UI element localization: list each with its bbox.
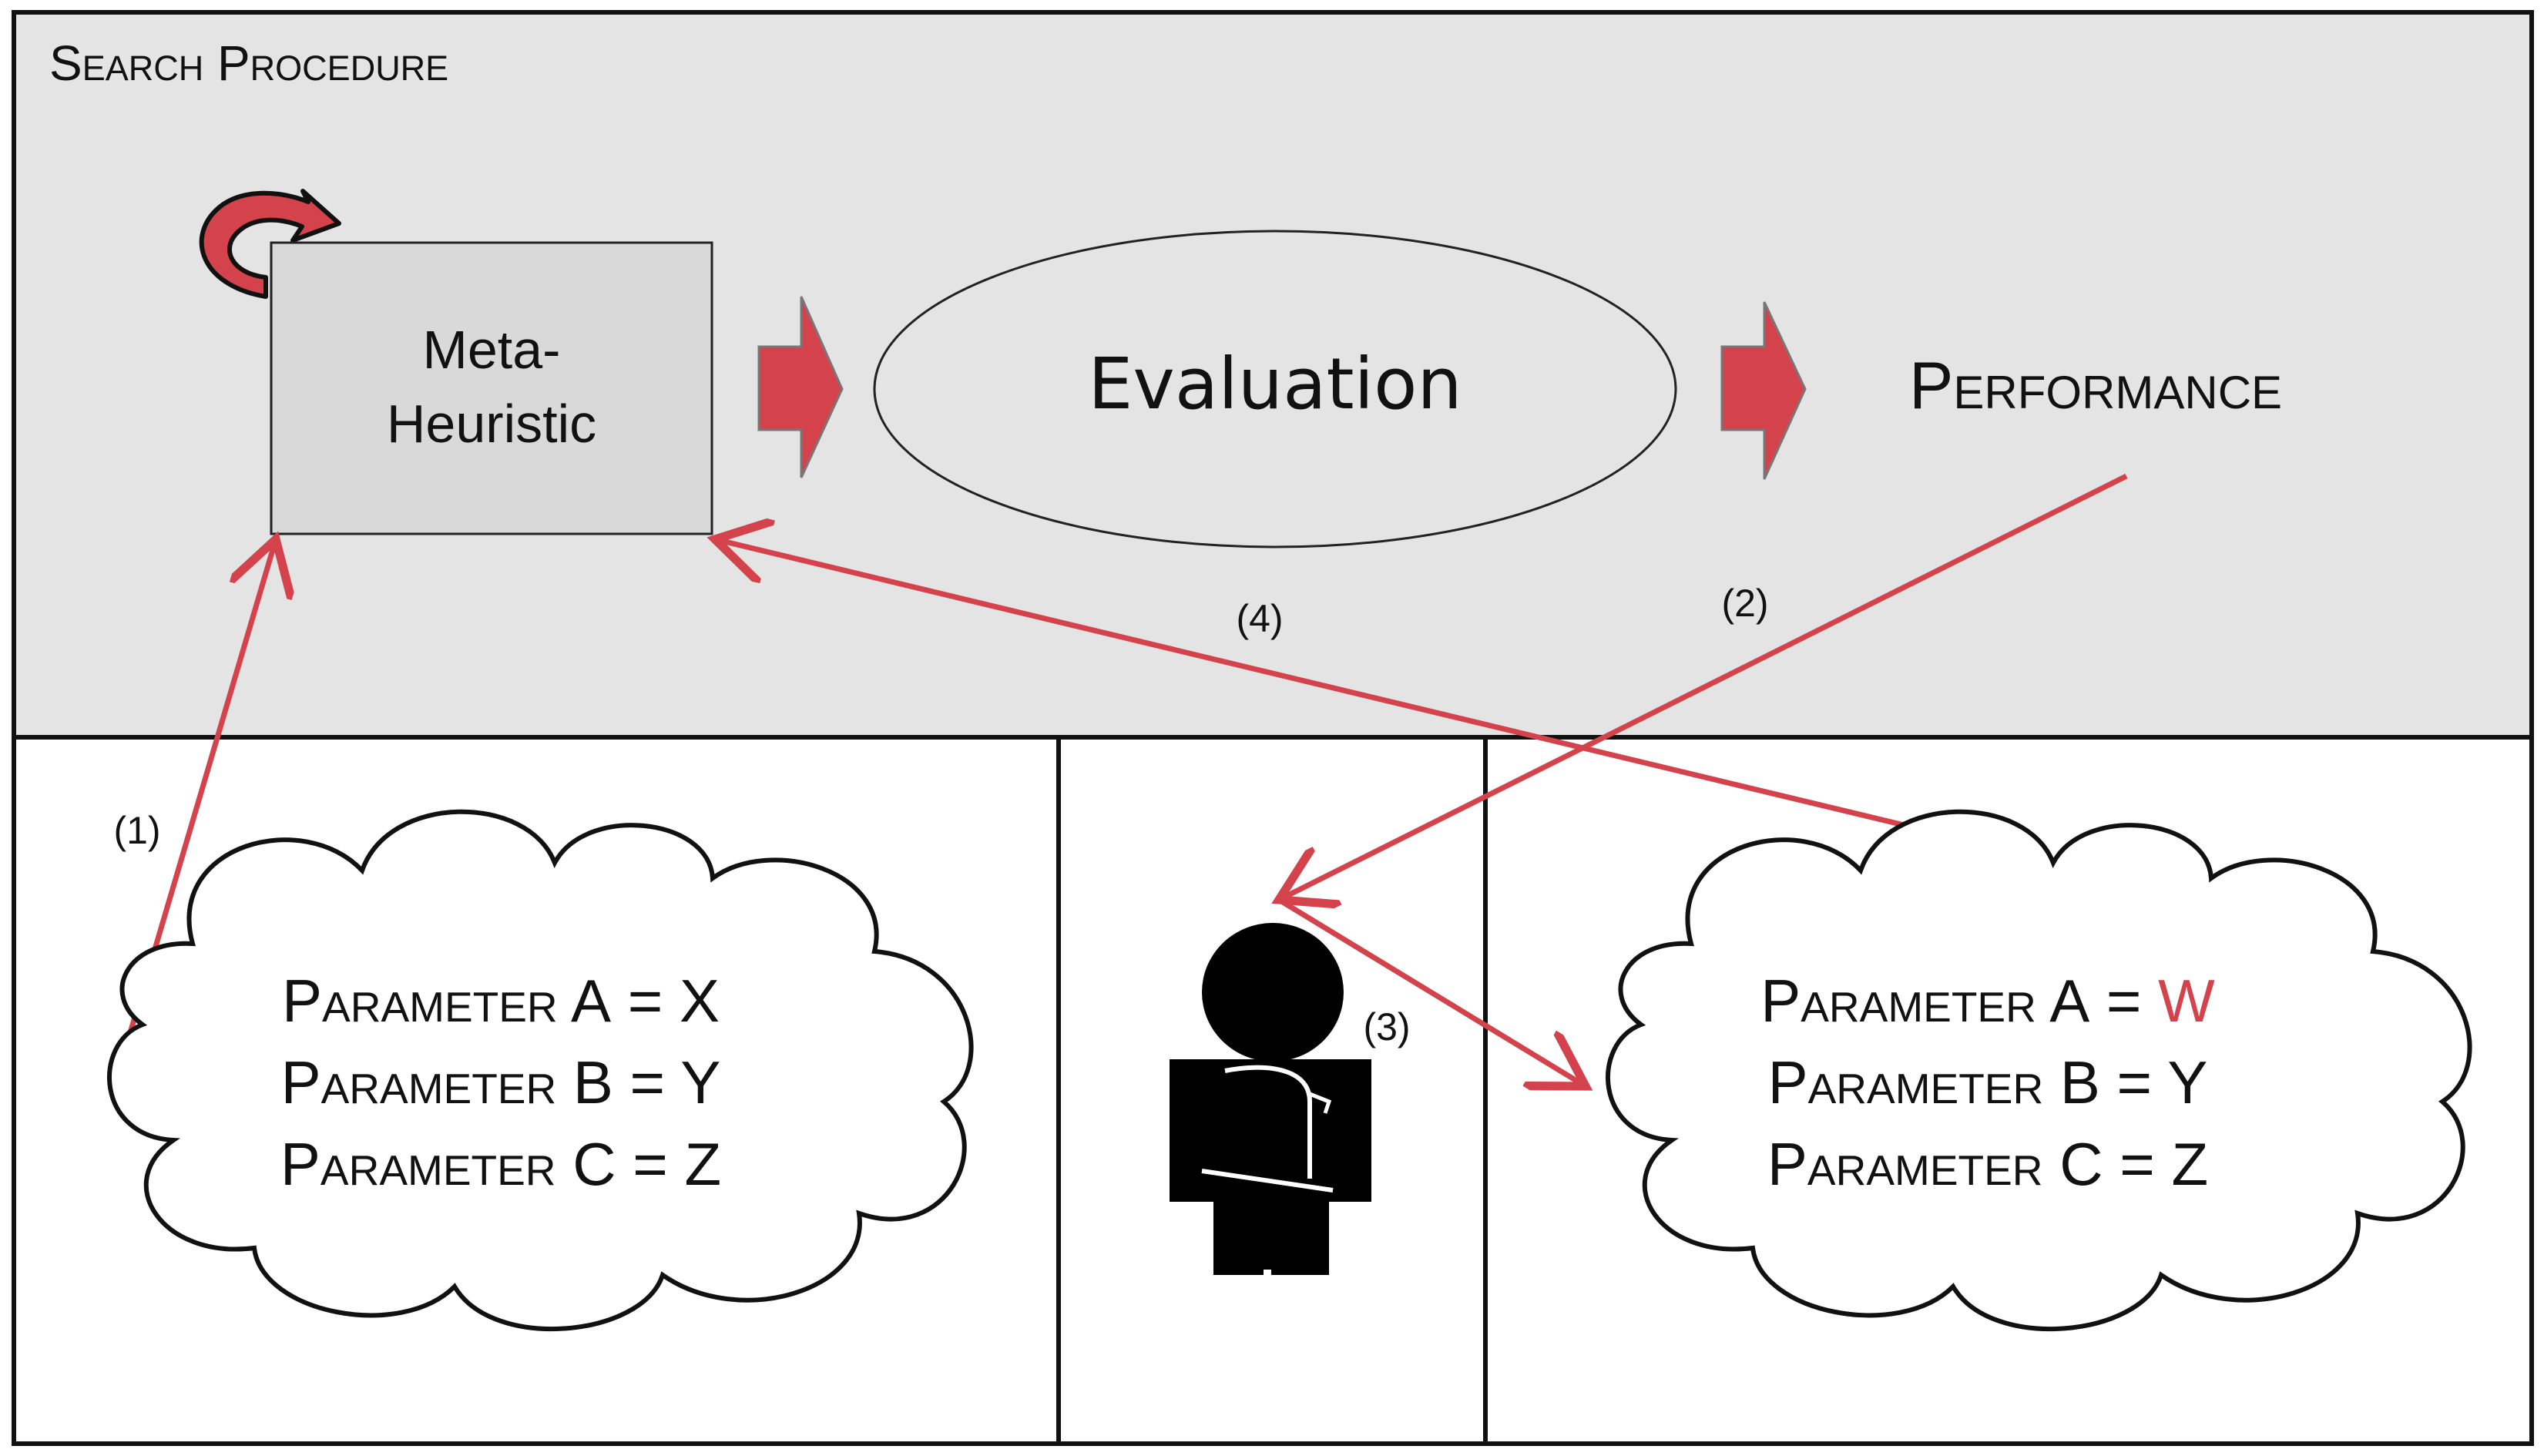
- left-param-row: Parameter B = Y: [281, 1048, 721, 1116]
- arrow-step-3: [1277, 897, 1586, 1086]
- left-param-a-value: X: [680, 967, 720, 1035]
- right-param-a-name: Parameter A: [1760, 967, 2089, 1035]
- right-param-a-value: W: [2158, 967, 2215, 1035]
- evaluation-ellipse: [873, 230, 1677, 549]
- meta-heuristic-label-line2: Heuristic: [387, 394, 596, 454]
- meta-heuristic-box: [270, 241, 713, 535]
- left-param-c-value: Z: [684, 1130, 721, 1198]
- right-param-c-name: Parameter C: [1767, 1130, 2103, 1198]
- right-param-row: Parameter B = Y: [1768, 1048, 2208, 1116]
- arrow-step-4: [715, 539, 2023, 857]
- left-param-row: Parameter C = Z: [280, 1130, 721, 1198]
- right-param-c-eq: =: [2103, 1130, 2172, 1198]
- left-param-b-name: Parameter B: [281, 1048, 613, 1116]
- step-label-3: (3): [1363, 1005, 1410, 1048]
- left-param-a-eq: =: [611, 967, 680, 1035]
- right-param-row: Parameter C = Z: [1767, 1130, 2208, 1198]
- right-param-a-eq: =: [2089, 967, 2158, 1035]
- cloud-icon: [107, 809, 974, 1332]
- right-arrow-icon: [757, 296, 844, 478]
- right-param-b-name: Parameter B: [1768, 1048, 2100, 1116]
- evaluation-label: Evaluation: [1088, 343, 1462, 425]
- arrow-step-2: [1279, 473, 2128, 900]
- right-param-b-value: Y: [2167, 1048, 2207, 1116]
- section-title: Search Procedure: [49, 35, 448, 91]
- right-param-b-eq: =: [2100, 1048, 2167, 1116]
- step-label-2: (2): [1721, 582, 1768, 625]
- right-param-row: Parameter A = W: [1760, 967, 2215, 1035]
- right-param-c-value: Z: [2171, 1130, 2208, 1198]
- step-label-1: (1): [113, 809, 160, 852]
- performance-label: Performance: [1909, 349, 2282, 423]
- meta-heuristic-label-line1: Meta-: [423, 320, 561, 380]
- left-param-a-name: Parameter A: [282, 967, 611, 1035]
- step-label-4: (4): [1236, 597, 1283, 640]
- left-param-c-name: Parameter C: [280, 1130, 616, 1198]
- right-arrow-icon: [1720, 301, 1807, 480]
- left-param-b-eq: =: [613, 1048, 680, 1116]
- cloud-icon: [1606, 809, 2472, 1332]
- left-param-c-eq: =: [616, 1130, 685, 1198]
- left-param-row: Parameter A = X: [282, 967, 720, 1035]
- left-param-b-value: Y: [680, 1048, 720, 1116]
- loop-arrow-icon: [199, 189, 341, 299]
- thinking-person-icon: [1170, 923, 1371, 1277]
